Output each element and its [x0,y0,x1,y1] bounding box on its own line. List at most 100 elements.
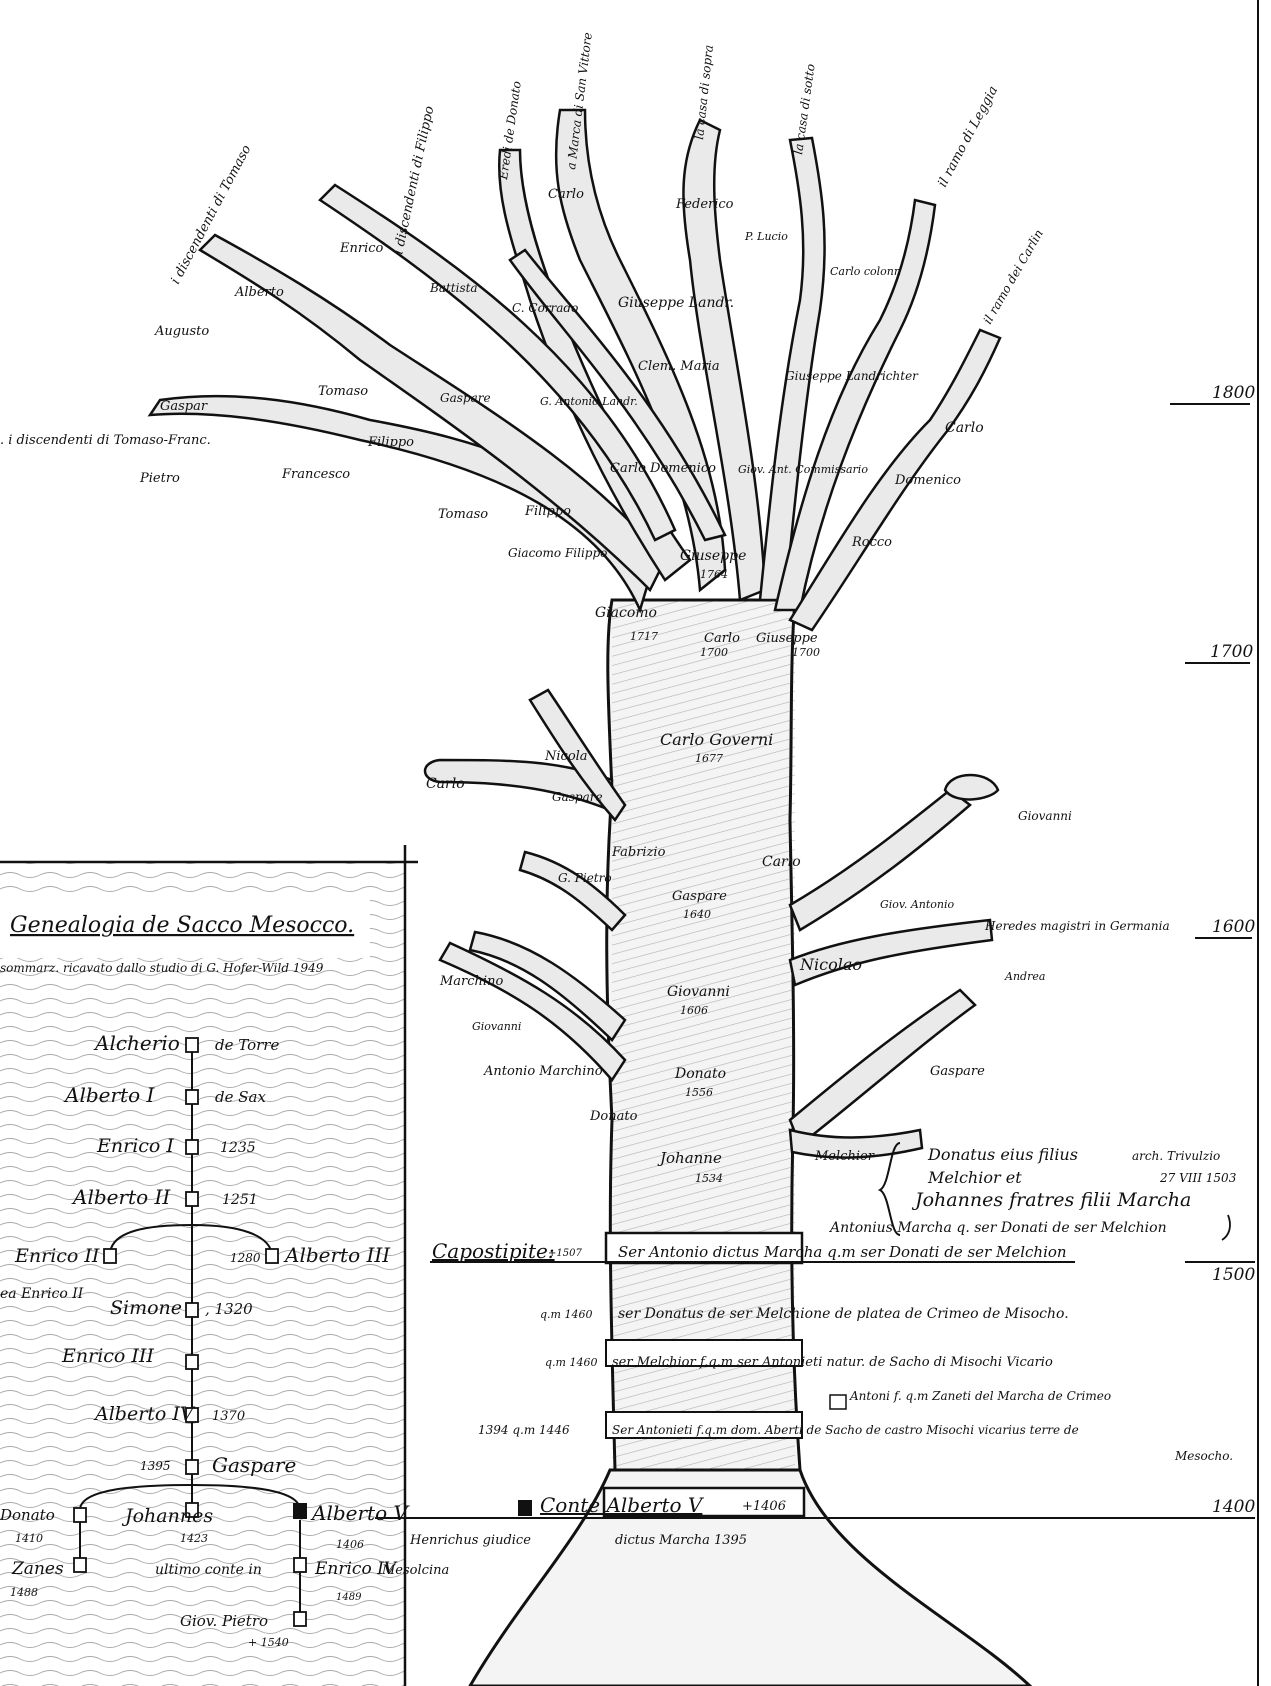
name-antonio-marchino: Antonio Marchino [483,1064,603,1079]
name-giovanni-right: Giovanni [1018,809,1072,823]
inset-johannes-note: 1423 [180,1532,208,1545]
inset-giov-pietro-note: + 1540 [248,1636,289,1649]
name-giacomo: Giacomo [595,605,657,621]
inset-alberto-iii: Alberto III [283,1243,391,1267]
name-c-corrado: C. Corrado [512,301,578,315]
ancestor-note-melchior: q.m 1460 [545,1356,597,1369]
inset-alberto-i-note: de Sax [215,1088,266,1106]
inset-alberto-ii: Alberto II [71,1185,171,1209]
conte-marker [518,1500,532,1516]
document-note: Donatus eius filius Melchior et Johannes… [828,1143,1237,1240]
branch-label-ramo-carlin: il ramo dei Carlin [980,227,1045,326]
inset-enrico-i: Enrico I [96,1135,174,1157]
name-carlo-left: Carlo [426,776,465,792]
name-domenico: Domenico [894,473,961,488]
name-giuseppe-landrichter: Giuseppe Landrichter [785,369,919,383]
branch-label-marca-vittore: a Marca di San Vittore [564,32,595,171]
inset-gaspare: Gaspare [212,1453,296,1477]
name-gaspare-1640: Gaspare [672,889,727,904]
name-year-1764: 1764 [700,568,728,581]
name-giov-antonio: Giov. Antonio [880,898,955,911]
name-carlo-governi: Carlo Governi [660,730,773,749]
inset-alberto-iv-note: 1370 [212,1409,245,1424]
name-francesco: Francesco [281,467,350,482]
inset-zanes: Zanes [11,1559,64,1579]
name-year-1717: 1717 [630,630,658,643]
inset-enrico-iv-note: 1489 [336,1592,362,1603]
name-giuseppe-1700: Giuseppe [756,631,818,646]
ancestor-mesocho: Mesocho. [1174,1449,1233,1463]
name-enrico: Enrico [339,241,384,256]
inset-giov-pietro: Giov. Pietro [180,1612,268,1630]
inset-donato-note: 1410 [15,1532,43,1545]
ancestor-melchior: ser Melchior f.q.m ser Antonieti natur. … [612,1355,1053,1370]
branch-label-desc-tomaso-franc: . i discendenti di Tomaso-Franc. [0,433,211,448]
name-nicolao: Nicolao [799,955,862,974]
inset-alcherio-note: de Torre [215,1036,279,1054]
scale-1800: 1800 [1212,383,1255,403]
name-p-lucio: P. Lucio [744,230,788,243]
ancestor-lines: q.m 1460 ser Donatus de ser Melchione de… [478,1306,1233,1463]
inset-enrico-iv: Enrico IV [314,1559,398,1579]
name-federico: Federico [675,197,734,212]
note-line-2: Melchior et [927,1168,1022,1187]
name-carlo-domenico: Carlo Domenico [610,461,716,476]
name-gaspar: Gaspar [160,399,208,414]
name-marchino-left: Marchino [439,974,503,989]
name-giuseppe-landr: Giuseppe Landr. [618,295,734,311]
inset-simone-note: , 1320 [205,1300,253,1318]
capostipite-year: +1507 [548,1248,582,1259]
inset-johannes: Johannes [121,1505,213,1527]
name-gaspare-upper: Gaspare [440,391,491,405]
name-filippo-upper: Filippo [367,435,414,450]
name-giov-ant-commissario: Giov. Ant. Commissario [738,463,868,476]
conte-year: +1406 [742,1499,786,1514]
name-gaspare-mid: Gaspare [552,790,603,804]
conte-label: Conte Alberto V [540,1493,705,1517]
name-carlo-mid: Carlo [762,854,801,870]
name-year-1606: 1606 [680,1004,708,1017]
note-arch-2: 27 VIII 1503 [1159,1171,1237,1185]
branch-label-ramo-leggia: il ramo di Leggia [935,84,1001,190]
henrichus-suffix: dictus Marcha 1395 [615,1533,747,1548]
name-gaspare-right: Gaspare [930,1064,985,1079]
ancestor-note-antonieti: 1394 q.m 1446 [478,1423,570,1437]
name-rocco: Rocco [851,535,892,550]
name-nicola: Nicola [544,749,588,764]
name-donato-left: Donato [589,1109,638,1124]
capostipite-name: Ser Antonio dictus Marcha q.m ser Donati… [618,1243,1067,1261]
name-clem-maria: Clem. Maria [638,359,720,374]
name-year-1677: 1677 [695,752,723,765]
inset-year-1280: 1280 [230,1251,261,1265]
name-year-1556: 1556 [685,1086,713,1099]
inset-alberto-iv: Alberto IV [93,1403,196,1425]
name-year-1534: 1534 [695,1172,723,1185]
name-melchior: Melchior [814,1149,875,1164]
name-fabrizio: Fabrizio [611,845,666,860]
name-pietro: Pietro [139,471,180,486]
name-giovanni-1606: Giovanni [667,984,730,1000]
scale-1600: 1600 [1212,917,1255,937]
name-tomaso-lower: Tomaso [438,507,488,522]
name-augusto: Augusto [154,324,209,339]
capostipite-row: Capostipite: +1507 Ser Antonio dictus Ma… [430,1239,1075,1263]
inset-alberto-i: Alberto I [63,1083,155,1107]
inset-ea-enrico: ea Enrico II [0,1286,84,1302]
small-door-mark [830,1395,846,1409]
scale-1400: 1400 [1212,1497,1255,1517]
name-year-1700: 1700 [700,646,728,659]
name-year-1640: 1640 [683,908,711,921]
name-donato-1556: Donato [674,1066,726,1082]
name-carlo-colonn: Carlo colonn [830,265,901,278]
name-andrea: Andrea [1004,970,1045,983]
capostipite-label: Capostipite: [432,1239,555,1263]
name-carlo-top: Carlo [548,187,584,202]
name-giovanni-left: Giovanni [472,1020,521,1033]
name-g-pietro: G. Pietro [558,871,612,885]
date-scale: 1800 1700 1600 1500 1400 [1170,383,1255,1518]
name-g-antonio-landr: G. Antonio Landr. [540,395,638,408]
name-filippo-lower: Filippo [524,504,571,519]
inset-subtitle: sommarz. ricavato dallo studio di G. Hof… [0,961,324,975]
ancestor-note-donatus: q.m 1460 [540,1308,592,1321]
